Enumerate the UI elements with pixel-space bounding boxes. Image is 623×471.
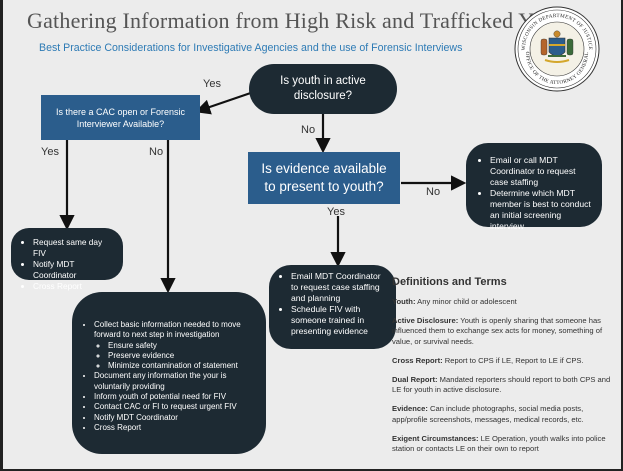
page-subtitle: Best Practice Considerations for Investi…	[39, 42, 463, 54]
collect-subitem: Preserve evidence	[108, 351, 258, 361]
fiv-item: Cross Report	[33, 281, 117, 292]
fiv-item: Request same day FIV	[33, 237, 117, 259]
edge-label-yes-cac: Yes	[203, 78, 221, 90]
fiv-item: Notify MDT Coordinator	[33, 259, 117, 281]
evidence-staffing-item: Schedule FIV with someone trained in pre…	[291, 304, 390, 337]
collect-item: Document any information the your is vol…	[94, 371, 258, 392]
collect-item: Inform youth of potential need for FIV	[94, 392, 258, 402]
definitions-section: Definitions and Terms Youth: Any minor c…	[392, 276, 618, 463]
node-same-day-fiv: Request same day FIV Notify MDT Coordina…	[11, 228, 123, 291]
evidence-question-text: Is evidence available to present to yout…	[261, 161, 387, 194]
collect-item-text: Collect basic information needed to move…	[94, 320, 241, 340]
edge-label-no-mdt: No	[426, 186, 441, 198]
node-evidence-staffing: Email MDT Coordinator to request case st…	[269, 265, 396, 349]
edge-label-no-evidence: No	[301, 124, 316, 136]
definition-term: Evidence:	[392, 404, 428, 414]
edge-label-yes-mdt: Yes	[327, 206, 345, 218]
collect-subitem: Ensure safety	[108, 341, 258, 351]
active-disclosure-question: Is youth in active disclosure?	[280, 75, 366, 102]
definitions-heading: Definitions and Terms	[392, 276, 507, 288]
collect-subitem: Minimize contamination of statement	[108, 361, 258, 371]
definition-term: Youth:	[392, 297, 416, 306]
node-active-disclosure: Is youth in active disclosure?	[249, 64, 397, 114]
definition-text: Mandated reporters should report to both…	[392, 375, 611, 395]
wisconsin-doj-seal-icon: WISCONSIN DEPARTMENT OF JUSTICE OFFICE O…	[514, 6, 600, 92]
page-title: Gathering Information from High Risk and…	[27, 8, 573, 33]
definition-term: Active Disclosure:	[392, 316, 459, 326]
node-mdt-screening: Email or call MDT Coordinator to request…	[466, 143, 602, 231]
mdt-screening-item: Determine which MDT member is best to co…	[490, 188, 594, 232]
definition-evidence: Evidence: Can include photographs, socia…	[392, 404, 618, 424]
collect-item: Notify MDT Coordinator	[94, 413, 258, 423]
definition-cross-report: Cross Report: Report to CPS if LE, Repor…	[392, 356, 618, 366]
definition-text: Youth is openly sharing that someone has…	[392, 316, 603, 346]
definition-text: LE Operation, youth walks into police st…	[392, 433, 606, 454]
definition-text: Report to CPS if LE, Report to LE if CPS…	[442, 355, 584, 365]
evidence-staffing-item: Email MDT Coordinator to request case st…	[291, 271, 390, 304]
edge-label-no-collect: No	[149, 146, 164, 158]
definition-youth: Youth: Any minor child or adolescent	[392, 297, 618, 307]
node-collect-information: Collect basic information needed to move…	[72, 292, 266, 454]
collect-item: Contact CAC or FI to request urgent FIV	[94, 402, 258, 412]
definition-term: Dual Report:	[392, 375, 438, 385]
definition-text: Can include photographs, social media po…	[392, 404, 584, 424]
collect-item: Collect basic information needed to move…	[94, 320, 258, 371]
definition-text: Any minor child or adolescent	[415, 297, 517, 306]
definition-term: Exigent Circumstances:	[392, 433, 479, 443]
definition-active-disclosure: Active Disclosure: Youth is openly shari…	[392, 316, 618, 347]
node-evidence-question: Is evidence available to present to yout…	[248, 152, 400, 204]
cac-question-text: Is there a CAC open or Forensic Intervie…	[55, 106, 186, 129]
edge-label-yes-fiv: Yes	[41, 146, 59, 158]
definition-exigent-circumstances: Exigent Circumstances: LE Operation, you…	[392, 434, 618, 454]
definition-term: Cross Report:	[392, 355, 443, 365]
mdt-screening-item: Email or call MDT Coordinator to request…	[490, 155, 594, 188]
definition-dual-report: Dual Report: Mandated reporters should r…	[392, 375, 618, 395]
node-cac-question: Is there a CAC open or Forensic Intervie…	[41, 95, 200, 140]
collect-item: Cross Report	[94, 423, 258, 433]
